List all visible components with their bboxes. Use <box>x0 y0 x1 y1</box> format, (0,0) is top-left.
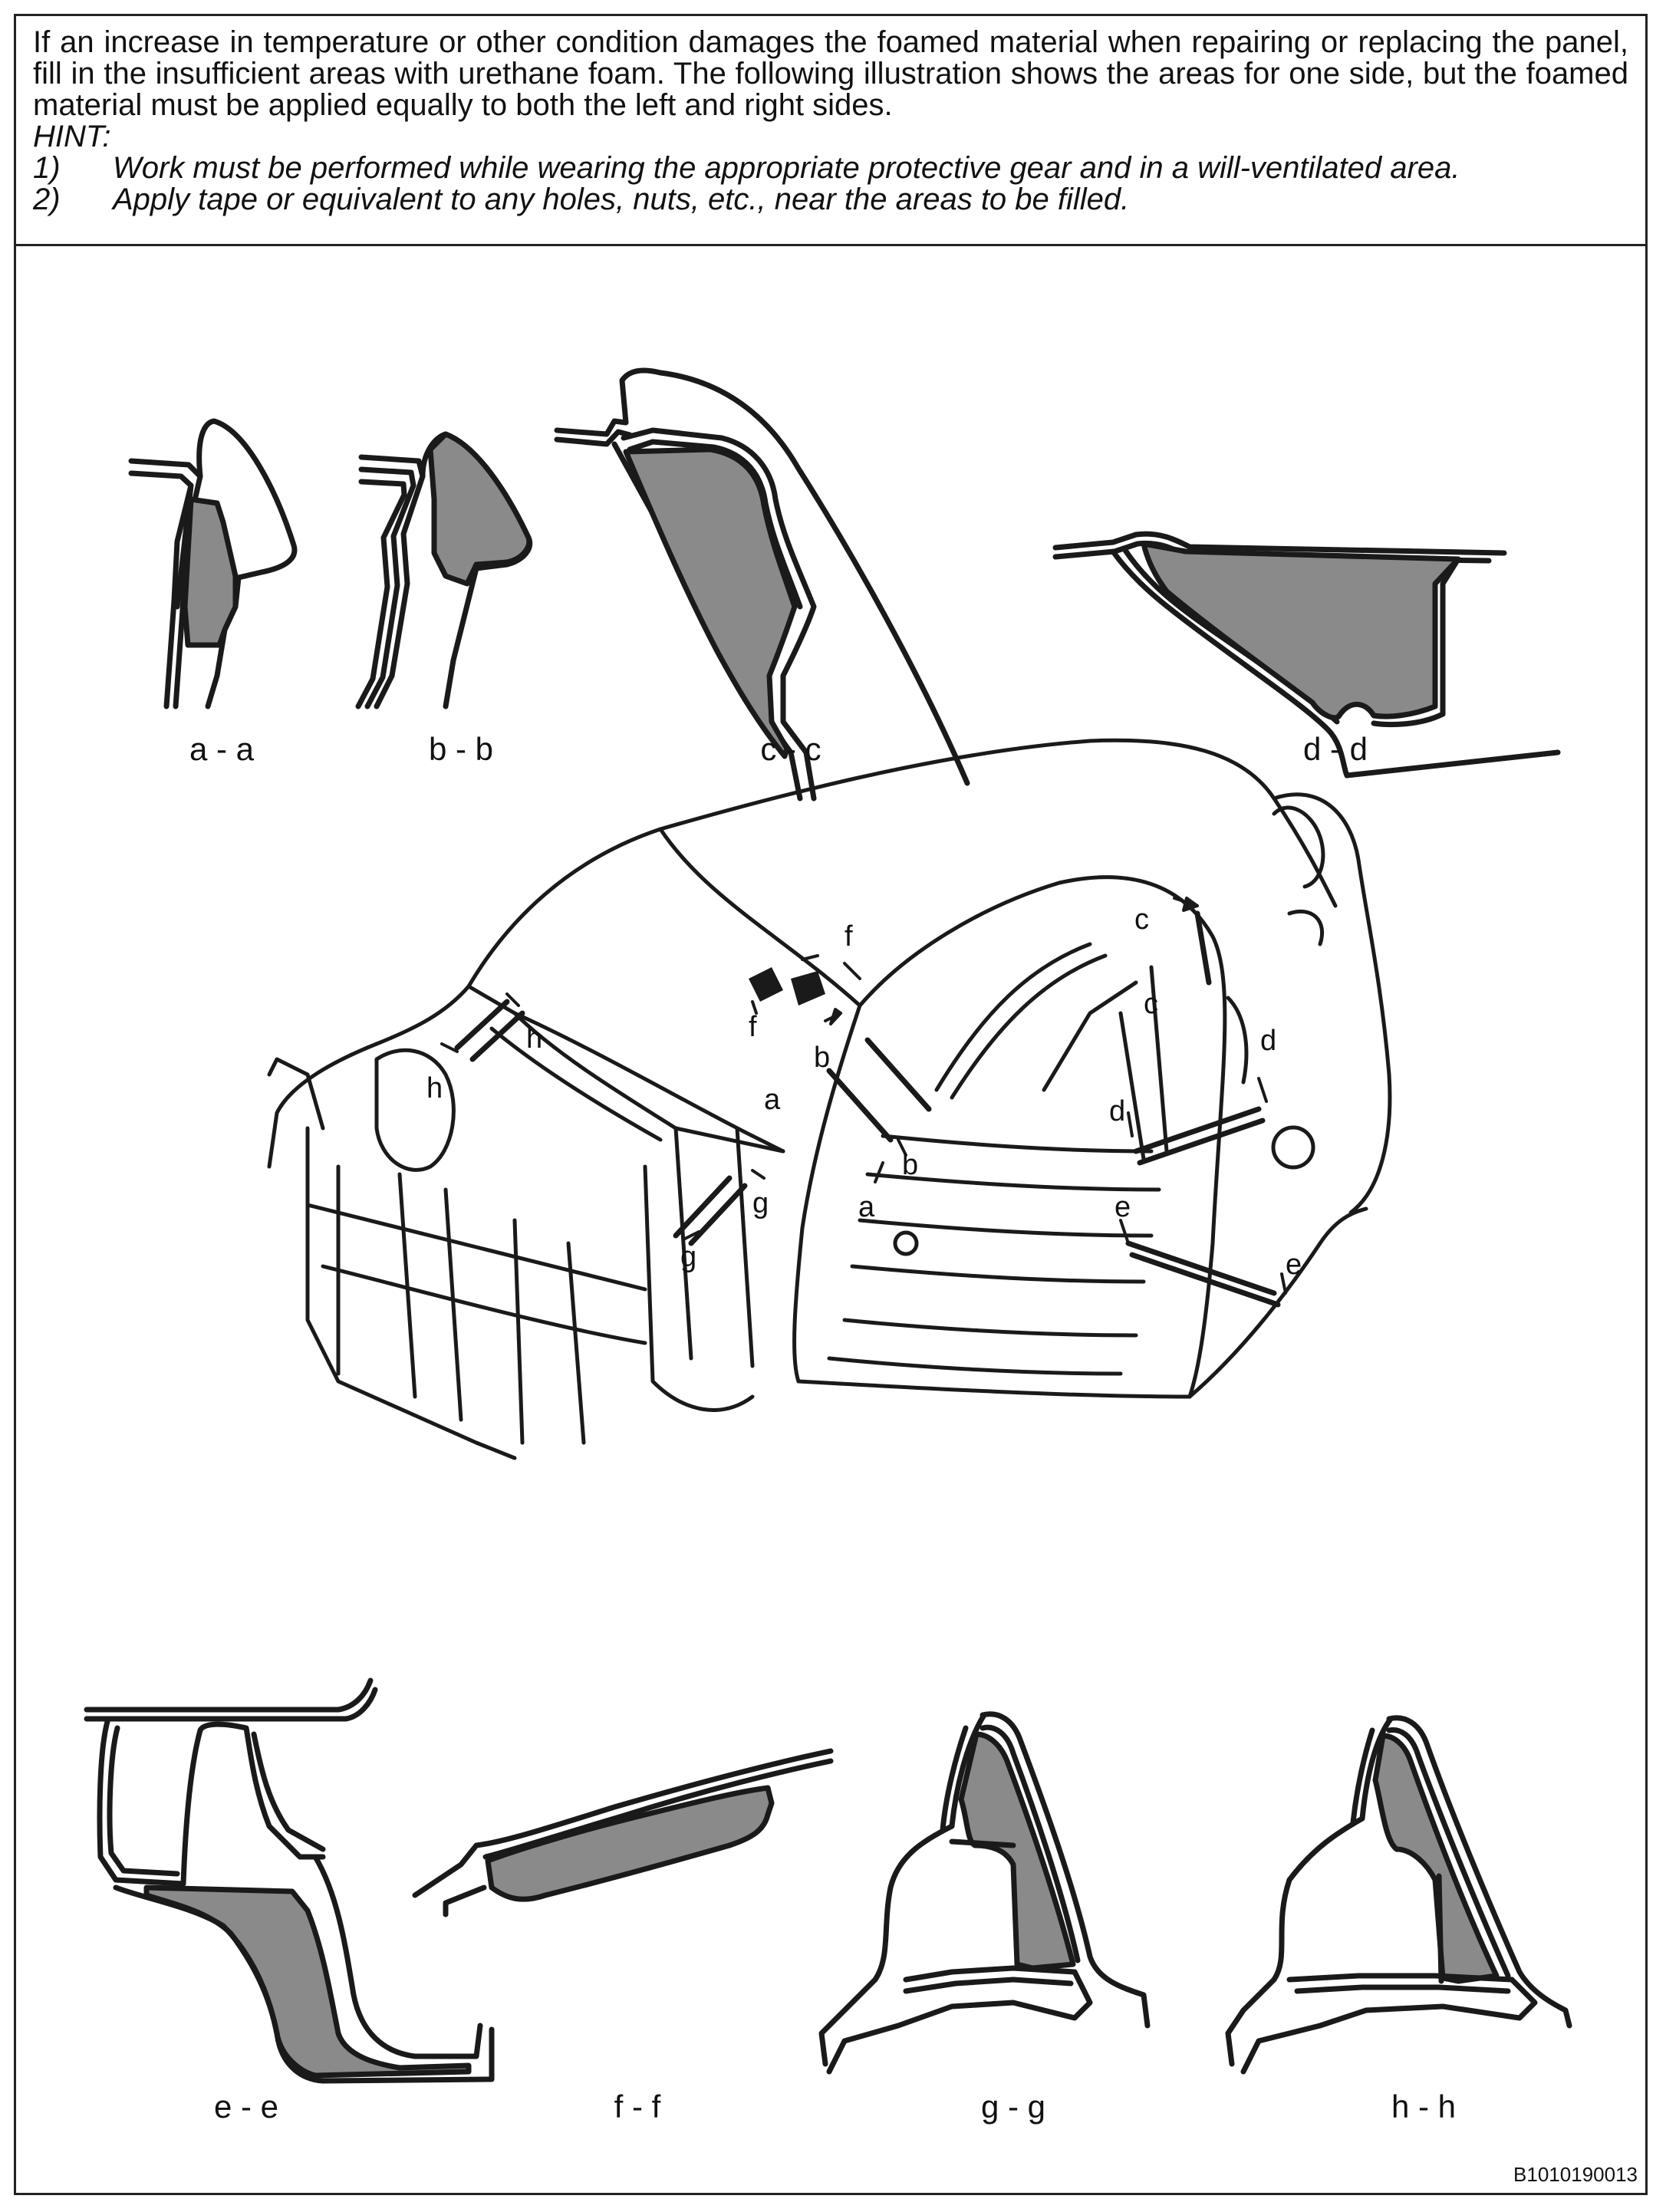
hint-item-1: 1) Work must be performed while wearing … <box>33 153 1628 184</box>
marker-d-lower: d <box>1109 1095 1125 1127</box>
instruction-paragraph: If an increase in temperature or other c… <box>33 25 1628 122</box>
section-h-h-drawing <box>1225 1715 1572 2075</box>
label-d-d: d - d <box>1303 731 1368 767</box>
section-cut-markers <box>454 910 1281 1308</box>
hint-text: Work must be performed while wearing the… <box>113 151 1460 185</box>
label-b-b: b - b <box>429 731 493 767</box>
marker-d-upper: d <box>1260 1025 1276 1057</box>
page-frame: If an increase in temperature or other c… <box>14 14 1648 2195</box>
section-f-marker <box>749 967 825 1006</box>
marker-g-lower: g <box>680 1241 696 1273</box>
marker-a-upper: a <box>764 1084 781 1116</box>
marker-b-lower: b <box>902 1149 918 1181</box>
section-a-a-drawing <box>128 418 298 709</box>
marker-a-lower: a <box>858 1191 875 1223</box>
marker-f-lower: f <box>749 1011 757 1043</box>
section-c-c-drawing <box>554 367 970 802</box>
marker-e-right: e <box>1286 1249 1302 1281</box>
label-e-e: e - e <box>214 2089 278 2125</box>
label-f-f: f - f <box>614 2089 661 2125</box>
hint-title: HINT: <box>33 120 111 153</box>
label-h-h: h - h <box>1391 2089 1456 2125</box>
label-c-c: c - c <box>760 731 821 767</box>
hint-text: Apply tape or equivalent to any holes, n… <box>113 183 1130 216</box>
cut-direction-arrows <box>440 897 1287 1295</box>
instructions-box: If an increase in temperature or other c… <box>16 16 1645 246</box>
section-e-e-drawing <box>84 1677 495 2084</box>
hint-item-2: 2) Apply tape or equivalent to any holes… <box>33 184 1628 216</box>
label-g-g: g - g <box>981 2089 1045 2125</box>
figure-id: B1010190013 <box>1513 2163 1638 2186</box>
foam-diagram: a - a b - b c - c d - d e - e f - f g - … <box>16 246 1645 2193</box>
marker-f-upper: f <box>845 920 853 953</box>
marker-e-left: e <box>1115 1191 1131 1223</box>
section-d-d-drawing <box>1052 531 1561 778</box>
section-b-b-drawing <box>355 431 533 709</box>
section-g-g-drawing <box>818 1711 1151 2075</box>
marker-h-upper: h <box>526 1022 542 1055</box>
label-a-a: a - a <box>189 731 255 767</box>
hint-number: 2) <box>33 183 61 216</box>
marker-c-lower: c <box>1144 988 1158 1020</box>
marker-g-upper: g <box>752 1187 769 1220</box>
marker-c-upper: c <box>1134 904 1149 936</box>
section-f-f-drawing <box>412 1748 834 1917</box>
hint-number: 1) <box>33 151 61 185</box>
car-body-drawing <box>267 738 1392 1460</box>
marker-h-lower: h <box>426 1072 443 1104</box>
marker-b-upper: b <box>814 1042 830 1074</box>
